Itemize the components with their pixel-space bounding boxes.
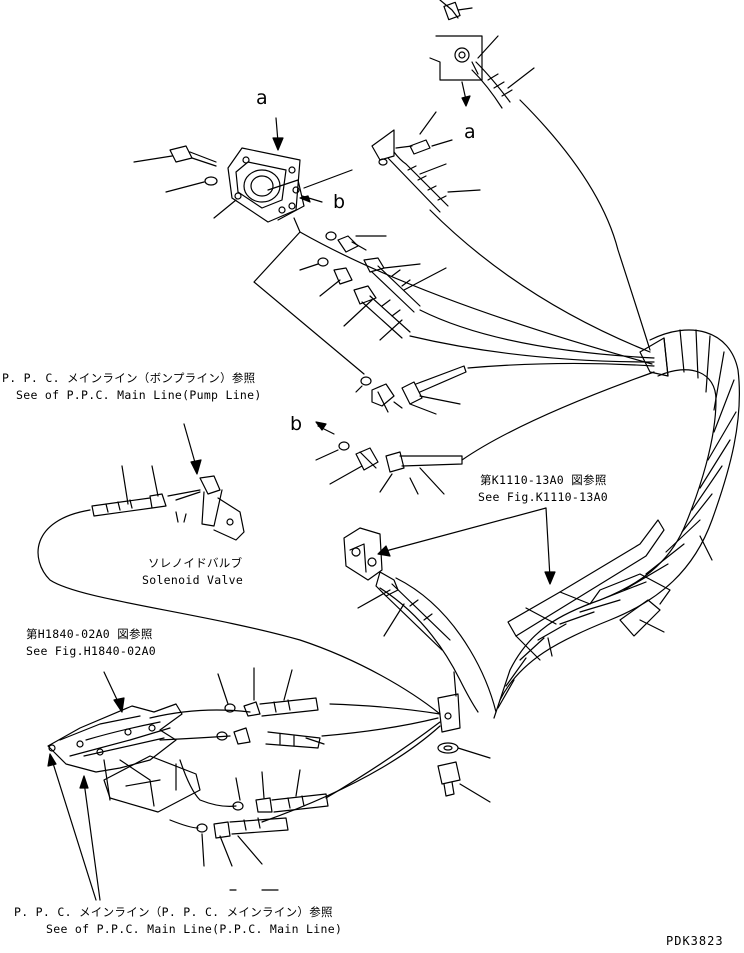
drawing-code: PDK3823 (666, 934, 724, 948)
fittings-chain-upper (300, 232, 446, 340)
callout-b-lower: b (290, 413, 303, 435)
ref-ppc-main-en: See of P.P.C. Main Line(P.P.C. Main Line… (46, 922, 343, 936)
fittings-lower-rows (197, 668, 328, 890)
solenoid-valve (38, 424, 440, 714)
solenoid-block-mid (344, 528, 450, 650)
callout-a-right: a (464, 121, 476, 143)
ref-h1840-ja: 第H1840-02A0 図参照 (26, 627, 153, 641)
solenoid-label-ja: ソレノイドバルブ (148, 556, 243, 570)
ref-ppc-main-ja: P. P. C. メインライン（P. P. C. メインライン）参照 (14, 905, 333, 919)
ref-k1110-ja: 第K1110-13A0 図参照 (480, 473, 607, 487)
band-clamp (508, 520, 670, 660)
ref-arrow-line (382, 508, 546, 552)
fittings-chain-lower (316, 366, 466, 494)
ref-h1840-en: See Fig.H1840-02A0 (26, 644, 157, 658)
ref-arrowhead (378, 546, 390, 556)
ref-arrowhead (545, 572, 555, 584)
hose-bundle (300, 100, 739, 718)
upper-bracket-hose (372, 112, 480, 212)
pump-valve-body (134, 118, 352, 222)
top-bracket-assembly (430, 0, 534, 108)
callout-a-top: a (256, 87, 268, 109)
ref-pump-line-en: See of P.P.C. Main Line(Pump Line) (16, 388, 262, 402)
ref-k1110-en: See Fig.K1110-13A0 (478, 490, 609, 504)
leader-line (254, 218, 364, 374)
solenoid-label-en: Solenoid Valve (142, 573, 244, 587)
ref-pump-line-ja: P. P. C. メインライン（ボンプライン）参照 (2, 371, 256, 385)
callout-b-upper: b (333, 191, 346, 213)
lower-bracket-bolt (438, 672, 490, 802)
ref-arrow-line (546, 508, 550, 578)
